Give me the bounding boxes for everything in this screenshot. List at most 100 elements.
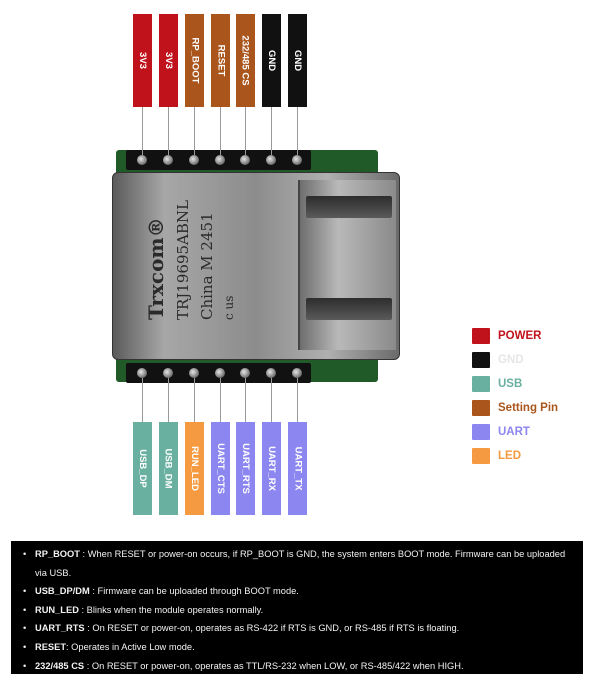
pin-label-text: RP_BOOT bbox=[189, 37, 200, 84]
header-pin-pad bbox=[240, 155, 250, 165]
pin-lead-line bbox=[142, 374, 143, 422]
note-text: : Operates in Active Low mode. bbox=[66, 641, 195, 652]
pin-lead-line bbox=[297, 107, 298, 155]
pin-lead-line bbox=[142, 107, 143, 155]
pin-lead-line bbox=[194, 374, 195, 422]
legend-swatch bbox=[472, 448, 490, 464]
pin-label-text: GND bbox=[266, 49, 277, 72]
pin-label-top-232-485-cs: 232/485 CS bbox=[236, 14, 255, 107]
pin-label-text: RESET bbox=[215, 44, 226, 77]
legend-item-uart: UART bbox=[472, 422, 530, 442]
legend-item-led: LED bbox=[472, 446, 521, 466]
jack-origin: China M 2451 bbox=[198, 212, 216, 320]
pin-label-bottom-uart-rts: UART_RTS bbox=[236, 422, 255, 515]
pin-lead-line bbox=[194, 107, 195, 155]
pin-label-top-3v3: 3V3 bbox=[133, 14, 152, 107]
legend-label: UART bbox=[498, 426, 530, 438]
header-pin-pad bbox=[240, 368, 250, 378]
legend-item-setting-pin: Setting Pin bbox=[472, 398, 558, 418]
legend-item-gnd: GND bbox=[472, 350, 524, 370]
header-pin-pad bbox=[292, 368, 302, 378]
note-text: : Firmware can be uploaded through BOOT … bbox=[89, 586, 299, 597]
pin-lead-line bbox=[168, 374, 169, 422]
pin-lead-line bbox=[271, 107, 272, 155]
legend-label: LED bbox=[498, 450, 521, 462]
note-term: RESET bbox=[35, 641, 66, 652]
header-pin-pad bbox=[137, 155, 147, 165]
legend-label: POWER bbox=[498, 330, 542, 342]
note-text: : On RESET or power-on, operates as TTL/… bbox=[84, 660, 464, 671]
pin-label-bottom-usb-dm: USB_DM bbox=[159, 422, 178, 515]
pin-label-text: UART_CTS bbox=[215, 443, 227, 494]
note-term: USB_DP/DM bbox=[35, 586, 90, 597]
header-pin-pad bbox=[266, 368, 276, 378]
note-term: 232/485 CS bbox=[35, 660, 85, 671]
note-rp-boot: RP_BOOT : When RESET or power-on occurs,… bbox=[21, 545, 575, 582]
legend-label: GND bbox=[498, 354, 524, 366]
pin-label-top-rp-boot: RP_BOOT bbox=[185, 14, 204, 107]
note-term: UART_RTS bbox=[35, 623, 85, 634]
legend-item-usb: USB bbox=[472, 374, 522, 394]
note-usb-dp-dm: USB_DP/DM : Firmware can be uploaded thr… bbox=[21, 582, 575, 601]
pin-label-bottom-uart-rx: UART_RX bbox=[262, 422, 281, 515]
legend-swatch bbox=[472, 328, 490, 344]
pin-lead-line bbox=[168, 107, 169, 155]
legend-swatch bbox=[472, 352, 490, 368]
pin-label-text: UART_TX bbox=[292, 446, 303, 491]
pin-lead-line bbox=[220, 107, 221, 155]
note-232-485-cs: 232/485 CS : On RESET or power-on, opera… bbox=[21, 657, 575, 676]
note-term: RP_BOOT bbox=[35, 549, 80, 559]
legend-item-power: POWER bbox=[472, 326, 541, 346]
pin-lead-line bbox=[245, 374, 246, 422]
header-pin-pad bbox=[163, 155, 173, 165]
pin-label-text: USB_DM bbox=[163, 448, 174, 489]
pin-label-bottom-uart-cts: UART_CTS bbox=[211, 422, 230, 515]
header-pin-pad bbox=[215, 155, 225, 165]
pin-label-top-gnd: GND bbox=[262, 14, 281, 107]
jack-part-number: TRJ19695ABNL bbox=[174, 200, 192, 320]
legend-swatch bbox=[472, 424, 490, 440]
note-reset: RESET: Operates in Active Low mode. bbox=[21, 638, 575, 657]
jack-cert-mark: c us bbox=[222, 295, 236, 320]
pin-label-text: UART_RX bbox=[266, 446, 277, 491]
note-text: : When RESET or power-on occurs, if RP_B… bbox=[35, 549, 566, 578]
legend-label: USB bbox=[498, 378, 523, 390]
header-pin-pad bbox=[189, 368, 199, 378]
pin-lead-line bbox=[297, 374, 298, 422]
pin-label-top-reset: RESET bbox=[211, 14, 230, 107]
note-run-led: RUN_LED : Blinks when the module operate… bbox=[21, 601, 575, 620]
note-text: : Blinks when the module operates normal… bbox=[78, 604, 264, 615]
pin-label-text: 3V3 bbox=[163, 52, 174, 69]
pin-lead-line bbox=[220, 374, 221, 422]
note-term: RUN_LED bbox=[35, 604, 79, 615]
header-pin-pad bbox=[189, 155, 199, 165]
header-pin-pad bbox=[266, 155, 276, 165]
pin-label-bottom-uart-tx: UART_TX bbox=[288, 422, 307, 515]
pin-label-top-3v3: 3V3 bbox=[159, 14, 178, 107]
jack-slot-upper bbox=[306, 196, 392, 218]
pin-label-text: GND bbox=[292, 49, 303, 72]
pin-lead-line bbox=[245, 107, 246, 155]
header-pin-pad bbox=[292, 155, 302, 165]
pin-notes: RP_BOOT : When RESET or power-on occurs,… bbox=[11, 541, 583, 676]
pin-label-bottom-usb-dp: USB_DP bbox=[133, 422, 152, 515]
pin-label-top-gnd: GND bbox=[288, 14, 307, 107]
header-pin-pad bbox=[215, 368, 225, 378]
pin-label-bottom-run-led: RUN_LED bbox=[185, 422, 204, 515]
legend-label: Setting Pin bbox=[498, 402, 559, 414]
pin-label-text: USB_DP bbox=[137, 449, 149, 488]
pinout-diagram: Trxcom® TRJ19695ABNL China M 2451 c us 3… bbox=[112, 14, 587, 515]
pin-lead-line bbox=[271, 374, 272, 422]
jack-brand: Trxcom® bbox=[144, 217, 168, 320]
legend-swatch bbox=[472, 376, 490, 392]
pin-label-text: 3V3 bbox=[137, 52, 148, 69]
header-pin-pad bbox=[137, 368, 147, 378]
pin-label-text: RUN_LED bbox=[189, 446, 200, 491]
jack-marking: Trxcom® TRJ19695ABNL China M 2451 c us bbox=[130, 155, 250, 320]
pin-label-text: 232/485 CS bbox=[240, 35, 251, 86]
jack-slot-lower bbox=[306, 298, 392, 320]
note-uart-rts: UART_RTS : On RESET or power-on, operate… bbox=[21, 619, 575, 638]
header-pin-pad bbox=[163, 368, 173, 378]
note-text: : On RESET or power-on, operates as RS-4… bbox=[84, 623, 460, 634]
